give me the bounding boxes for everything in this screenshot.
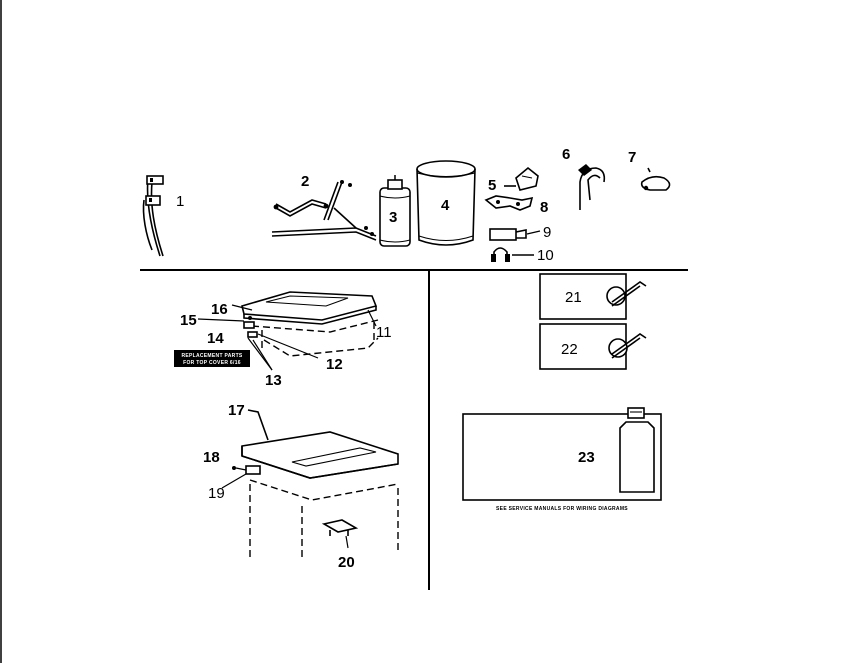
part-1-wire-harness <box>142 175 164 257</box>
label-3: 3 <box>389 209 397 226</box>
label-4: 4 <box>441 197 450 214</box>
label-1: 1 <box>176 193 184 210</box>
label-17: 17 <box>228 402 245 419</box>
label-7: 7 <box>628 149 636 166</box>
part-6-hook <box>578 164 606 210</box>
part-5-clip <box>504 166 539 191</box>
label-8: 8 <box>540 199 548 216</box>
label-11: 11 <box>376 324 392 341</box>
top-cover-assembly <box>197 291 379 371</box>
wiring-note: SEE SERVICE MANUALS FOR WIRING DIAGRAMS <box>496 506 628 512</box>
svg-text:FOR TOP COVER 6/16: FOR TOP COVER 6/16 <box>183 360 241 366</box>
svg-text:REPLACEMENT PARTS: REPLACEMENT PARTS <box>181 353 242 359</box>
part-3-capacitor <box>379 175 411 247</box>
label-12: 12 <box>326 356 343 373</box>
label-18: 18 <box>203 449 220 466</box>
part-4-drum <box>416 160 476 246</box>
part-22-tag <box>539 323 647 370</box>
label-13: 13 <box>265 372 282 389</box>
label-19: 19 <box>208 485 225 502</box>
label-2: 2 <box>301 173 309 190</box>
part-9-terminal <box>489 228 541 241</box>
part-21-tag <box>539 273 647 320</box>
label-16: 16 <box>211 301 228 318</box>
label-23: 23 <box>578 449 595 466</box>
label-21: 21 <box>565 289 582 306</box>
replacement-parts-note: REPLACEMENT PARTS FOR TOP COVER 6/16 <box>174 350 250 367</box>
label-10: 10 <box>537 247 554 264</box>
part-2-linkage <box>271 180 377 241</box>
label-9: 9 <box>543 224 551 241</box>
part-7-switch <box>640 167 671 191</box>
label-22: 22 <box>561 341 578 358</box>
label-6: 6 <box>562 146 570 163</box>
label-20: 20 <box>338 554 355 571</box>
label-15: 15 <box>180 312 197 329</box>
part-23-bottle-panel <box>462 407 662 501</box>
part-10-coil <box>491 247 534 262</box>
part-8-bracket <box>484 195 534 211</box>
label-14: 14 <box>207 330 224 347</box>
cabinet-top-assembly <box>221 409 399 560</box>
label-5: 5 <box>488 177 496 194</box>
